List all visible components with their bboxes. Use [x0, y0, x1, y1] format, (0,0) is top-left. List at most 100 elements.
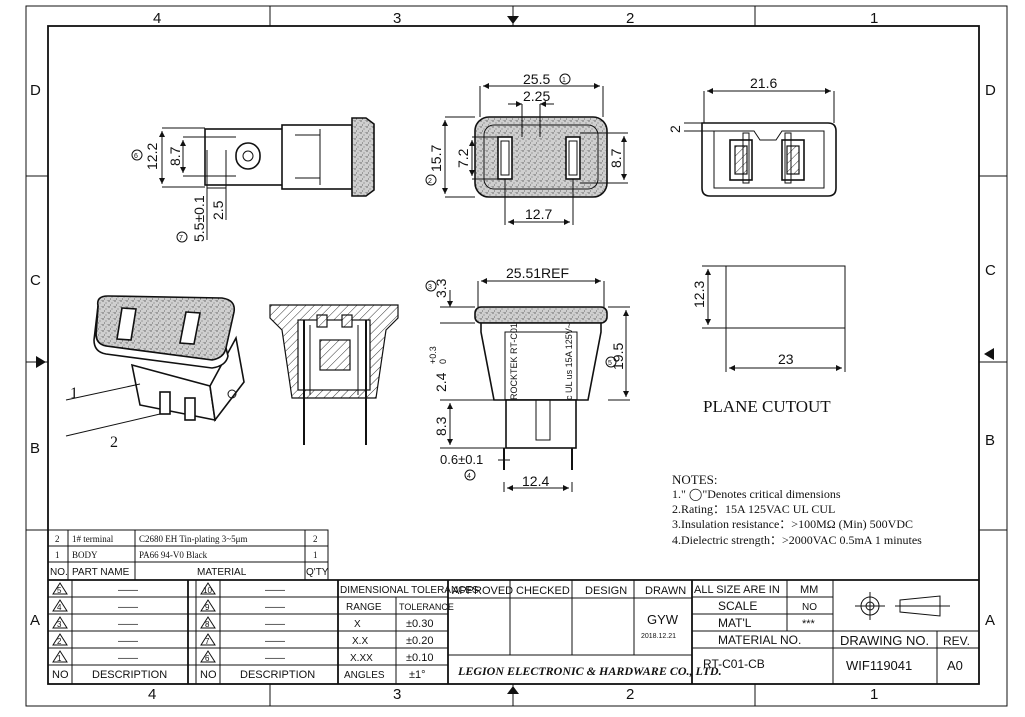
rev-left-4-no: 2 [57, 637, 62, 646]
cutout-label: PLANE CUTOUT [703, 397, 831, 416]
outer-frame [25, 5, 1008, 707]
rev-left-2-no: 4 [57, 603, 62, 612]
balloon-3-label: 3 [428, 284, 432, 291]
drawn-by: GYW [647, 612, 679, 627]
rev-left-5-no: 1 [57, 654, 62, 663]
row-label-d-right: D [985, 82, 996, 99]
dim-side-lower: 5.5±0.1 [191, 195, 207, 242]
balloon-5-label: 5 [608, 360, 612, 367]
plane-cutout [702, 265, 846, 372]
scale-value: NO [802, 602, 817, 613]
col-label-2-top: 2 [626, 10, 634, 27]
balloon-5 [605, 356, 617, 368]
balloon-4-label: 4 [467, 473, 471, 480]
size-value: MM [800, 584, 818, 596]
balloon-1-label: 1 [562, 77, 566, 84]
matl-label: MAT'L [718, 616, 752, 630]
row-label-a-right: A [985, 612, 995, 629]
rev-left-2-desc: —— [118, 602, 138, 613]
scale-label: SCALE [718, 599, 757, 613]
row-label-c-right: C [985, 262, 996, 279]
callout-2: 2 [110, 434, 118, 451]
dim-top-right-h: 8.7 [608, 148, 624, 168]
row-label-d-left: D [30, 82, 41, 99]
size-label: ALL SIZE ARE IN [694, 584, 780, 596]
balloon-4 [464, 469, 476, 481]
dim-front-pin-pitch: 12.4 [522, 473, 549, 489]
part-row-2-material: PA66 94-V0 Black [139, 550, 208, 560]
drawing-no-label: DRAWING NO. [840, 633, 929, 648]
tol-row-1-range: X [354, 619, 361, 630]
part-row-1-material: C2680 EH Tin-plating 3~5μm [139, 534, 247, 544]
dim-end-width: 21.6 [750, 75, 777, 91]
top-view [442, 83, 628, 225]
tol-row-4-tol: ±1° [409, 669, 426, 681]
notes-title: NOTES: [672, 472, 718, 487]
col-label-1-top: 1 [870, 10, 878, 27]
tol-row-2-range: X.X [352, 636, 368, 647]
rev-right-1-no: 10 [203, 586, 212, 595]
dim-front-tol: 2.4 [433, 372, 449, 392]
rev-left-3-desc: —— [118, 619, 138, 630]
parts-header-no: NO. [50, 567, 68, 578]
front-brand-text: ROCKTEK RT-C01 [509, 323, 519, 400]
rev-left-1-no: 5 [57, 586, 62, 595]
part-row-2-no: 1 [55, 550, 60, 560]
part-row-1-no: 2 [55, 534, 60, 544]
rev-left-header-desc: DESCRIPTION [92, 669, 167, 681]
dim-front-tol-sub: 0 [438, 359, 448, 364]
parts-header-material: MATERIAL [197, 567, 247, 578]
part-row-1-name: 1# terminal [72, 534, 114, 544]
dim-cut-w: 23 [778, 351, 794, 367]
material-no: RT-C01-CB [703, 657, 765, 671]
col-label-1-bottom: 1 [870, 686, 878, 703]
dim-top-slot-h: 7.2 [455, 148, 471, 168]
drawn-label: DRAWN [645, 585, 686, 597]
col-label-4-bottom: 4 [148, 686, 156, 703]
tol-header-range: RANGE [346, 602, 382, 613]
company-name: LEGION ELECTRONIC & HARDWARE CO., LTD. [457, 664, 722, 678]
design-label: DESIGN [585, 585, 627, 597]
rev-right-4-no: 7 [205, 637, 210, 646]
dim-front-pin-w: 0.6±0.1 [440, 452, 483, 467]
dim-front-top: 3.3 [433, 278, 449, 298]
section-view [269, 304, 399, 445]
balloon-3 [425, 280, 437, 292]
dim-side-inner: 8.7 [167, 146, 183, 166]
rev-label: REV. [943, 634, 970, 648]
balloon-2 [425, 174, 437, 186]
rev-right-5-no: 6 [205, 654, 210, 663]
front-rating-text: c UL us 15A 125V~ [564, 323, 574, 400]
material-no-label: MATERIAL NO. [718, 633, 801, 647]
rev-value: A0 [947, 658, 963, 673]
dim-front-ref: 25.51REF [506, 265, 569, 281]
dim-front-tol-sup: +0.3 [428, 346, 438, 364]
dim-top-width: 25.5 [523, 71, 550, 87]
balloon-2-label: 2 [428, 178, 432, 185]
rev-right-header-no: NO [200, 669, 217, 681]
dim-side-lower2: 2.5 [210, 200, 226, 220]
side-view [159, 117, 375, 240]
tol-row-2-tol: ±0.20 [406, 635, 433, 647]
rev-right-1-desc: —— [265, 585, 285, 596]
title-block [48, 579, 979, 684]
tol-header-tolerance: TOLERANCE [399, 602, 454, 612]
balloon-7-label: 7 [179, 235, 183, 242]
rev-right-2-desc: —— [265, 602, 285, 613]
dim-front-h: 19.5 [610, 343, 626, 370]
grid-ticks [26, 6, 1007, 706]
isometric-view [65, 295, 245, 437]
dim-top-pitch: 12.7 [525, 206, 552, 222]
rev-right-5-desc: —— [265, 653, 285, 664]
balloon-6-label: 6 [134, 153, 138, 160]
drawing-no: WIF119041 [846, 658, 912, 673]
rev-right-3-desc: —— [265, 619, 285, 630]
dim-top-inner: 2.25 [523, 88, 550, 104]
front-view [440, 278, 630, 492]
rev-left-3-no: 3 [57, 620, 62, 629]
col-label-3-top: 3 [393, 10, 401, 27]
part-row-2-qty: 1 [313, 550, 318, 560]
row-label-b-right: B [985, 432, 995, 449]
tol-title: DIMENSIONAL TOLERANCES [340, 585, 479, 596]
